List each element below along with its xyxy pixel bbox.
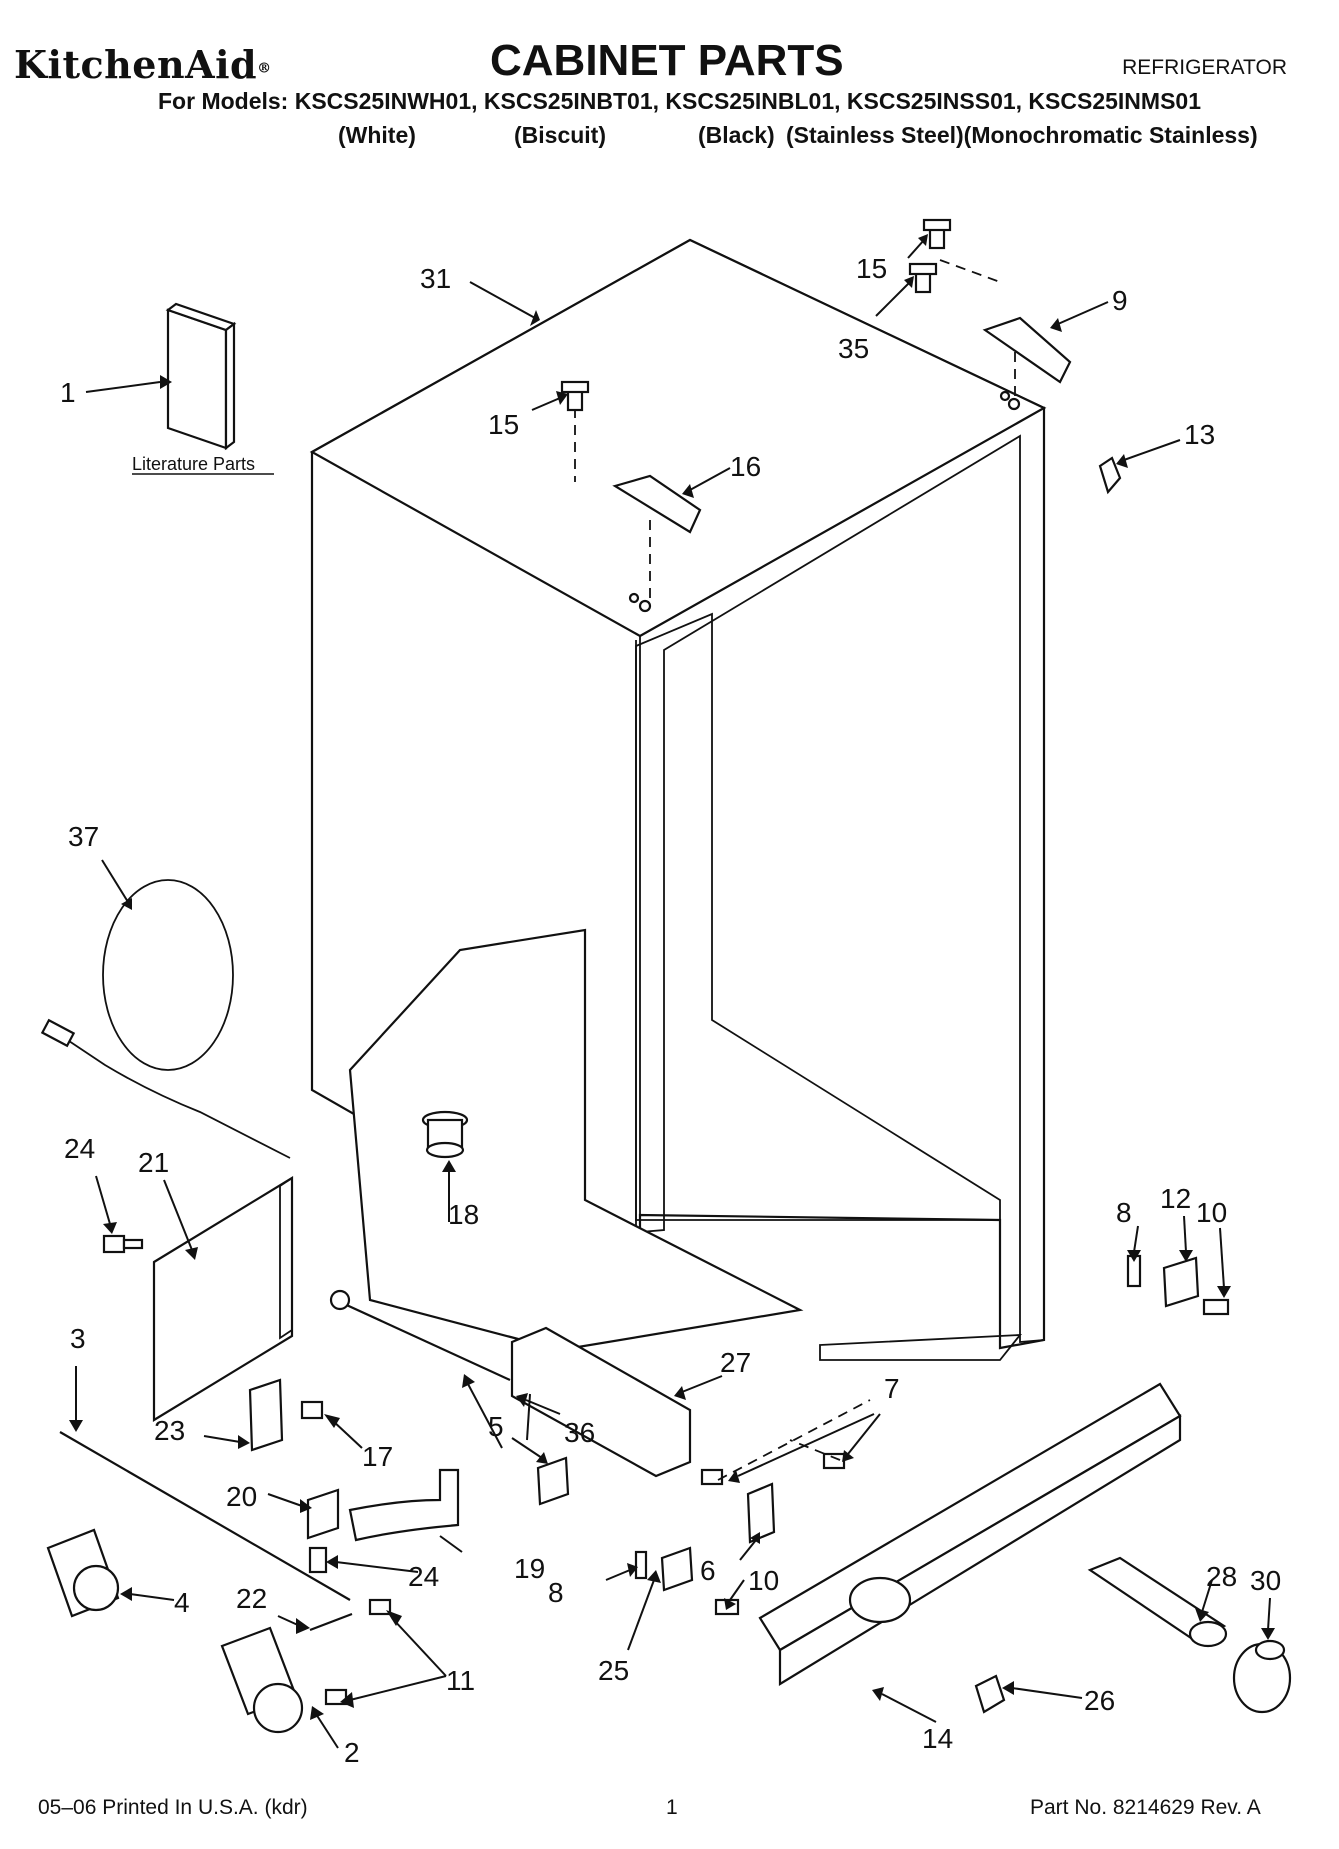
footer-printed: 05–06 Printed In U.S.A. (kdr) — [38, 1796, 308, 1819]
callout-10-lower: 10 — [748, 1565, 779, 1596]
callout-9: 9 — [1112, 285, 1128, 316]
panel-screw — [102, 1234, 144, 1254]
rear-access-panel — [152, 1176, 294, 1422]
callout-24-lower: 24 — [408, 1561, 439, 1592]
callout-24-upper: 24 — [64, 1133, 95, 1164]
callout-1: 1 — [60, 377, 76, 408]
top-hinge-left — [574, 408, 702, 613]
mounting-bracket — [536, 1456, 570, 1506]
brand-name: KitchenAid — [14, 42, 258, 87]
leveling-rod — [59, 1431, 351, 1601]
brand-registered-mark: ® — [257, 60, 272, 77]
finish-biscuit: (Biscuit) — [514, 122, 606, 148]
lower-hinge-screw-left — [700, 1468, 724, 1486]
drain-fitting — [421, 1110, 469, 1159]
lower-hinge-screw-right — [822, 1452, 846, 1470]
hinge-screw-top-right-2 — [908, 262, 938, 294]
roller-pin — [309, 1612, 353, 1632]
callout-2: 2 — [344, 1737, 360, 1768]
callout-8-upper: 8 — [1116, 1197, 1132, 1228]
callout-19: 19 — [514, 1553, 545, 1584]
callout-18: 18 — [448, 1199, 479, 1230]
callout-13: 13 — [1184, 419, 1215, 450]
callout-15-left: 15 — [488, 409, 519, 440]
footer-page-number: 1 — [666, 1796, 678, 1819]
water-tube — [339, 1301, 511, 1381]
hinge-screw-top-left — [560, 380, 590, 412]
hinge-screw-right — [1202, 1298, 1230, 1316]
callout-14: 14 — [922, 1723, 953, 1754]
rear-roller-assembly — [46, 1528, 120, 1618]
callout-20: 20 — [226, 1481, 257, 1512]
callout-35: 35 — [838, 333, 869, 364]
grille-bumper — [974, 1674, 1006, 1714]
callout-21: 21 — [138, 1147, 169, 1178]
drain-hose — [348, 1468, 460, 1542]
filter-cap — [1232, 1639, 1292, 1714]
callout-30: 30 — [1250, 1565, 1281, 1596]
callout-26: 26 — [1084, 1685, 1115, 1716]
bracket-screw — [300, 1400, 324, 1420]
callout-11: 11 — [446, 1665, 475, 1696]
tube-fitting — [329, 1289, 351, 1311]
callout-labels: 1 Literature Parts 31 15 16 15 35 9 13 3… — [60, 253, 1281, 1768]
callout-leaders — [69, 234, 1275, 1749]
literature-packet — [165, 302, 237, 451]
callout-17: 17 — [362, 1441, 393, 1472]
finish-stainless: (Stainless Steel)(Monochromatic Stainles… — [786, 122, 1258, 148]
hose-clamp — [306, 1488, 340, 1540]
shim-left — [634, 1550, 648, 1580]
footer-part-number: Part No. 8214629 Rev. A — [1030, 1796, 1261, 1819]
brand-logo: KitchenAid® — [14, 42, 272, 87]
roller-screw-upper — [368, 1598, 392, 1616]
callout-5: 5 — [488, 1411, 504, 1442]
callout-16: 16 — [730, 451, 761, 482]
cabinet-shell — [309, 238, 1047, 1361]
callout-27: 27 — [720, 1347, 751, 1378]
callout-4: 4 — [174, 1587, 190, 1618]
water-supply-line — [40, 879, 291, 1159]
hinge-screw-top-right — [922, 218, 952, 250]
appliance-type: REFRIGERATOR — [1122, 56, 1287, 79]
hinge-bracket-left — [660, 1546, 694, 1592]
hinge-bushing — [1098, 456, 1122, 495]
callout-15-right: 15 — [856, 253, 887, 284]
finish-black: (Black) — [698, 122, 775, 148]
literature-parts-label: Literature Parts — [132, 454, 255, 474]
models-line: For Models: KSCS25INWH01, KSCS25INBT01, … — [158, 88, 1201, 114]
lower-hinge-left — [746, 1482, 776, 1544]
callout-36: 36 — [564, 1417, 595, 1448]
callout-7: 7 — [884, 1373, 900, 1404]
callout-23: 23 — [154, 1415, 185, 1446]
dispenser-housing — [510, 1326, 692, 1478]
callout-37: 37 — [68, 821, 99, 852]
callout-31: 31 — [420, 263, 451, 294]
clamp-screw — [308, 1546, 328, 1574]
front-roller-assembly — [220, 1626, 304, 1734]
page-title: CABINET PARTS — [490, 36, 844, 85]
callout-3: 3 — [70, 1323, 86, 1354]
finish-white: (White) — [338, 122, 416, 148]
callout-6: 6 — [700, 1555, 716, 1586]
insulation-cutaway — [348, 928, 804, 1352]
lower-hinge-right — [1162, 1256, 1200, 1308]
callout-8-lower: 8 — [548, 1577, 564, 1608]
top-hinge-right — [939, 259, 1072, 411]
toe-grille — [758, 1382, 1182, 1686]
callout-25: 25 — [598, 1655, 629, 1686]
water-filter — [1087, 1556, 1228, 1648]
leveling-bracket — [248, 1378, 284, 1452]
callout-28: 28 — [1206, 1561, 1237, 1592]
callout-12: 12 — [1160, 1183, 1191, 1214]
callout-10-upper: 10 — [1196, 1197, 1227, 1228]
callout-22: 22 — [236, 1583, 267, 1614]
